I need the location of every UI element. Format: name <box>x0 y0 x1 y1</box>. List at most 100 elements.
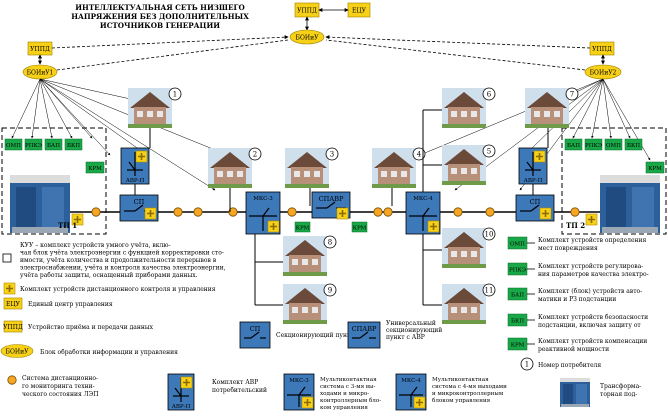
left-hub-fan-1 <box>31 78 41 139</box>
legend-avr-text-1: потребительский <box>212 387 267 394</box>
house-4-number-badge <box>412 147 426 161</box>
right-green-бкп-box-label: БКП <box>627 143 640 149</box>
monitoring-dot-2 <box>193 207 203 217</box>
left-green-бкп-box <box>64 138 83 151</box>
left-link-to-top <box>51 35 289 49</box>
monitoring-dot-0 <box>91 207 101 217</box>
right-hub-fan-1 <box>591 78 604 139</box>
spavr-plus-icon <box>336 207 349 220</box>
left-green-бап-box-label: БАП <box>47 143 60 149</box>
legend-green-text-3-1: подстанции, включая защиту от <box>538 322 641 329</box>
avr-right-box-label: АВР-П <box>524 178 543 184</box>
house-7-number-badge <box>565 87 579 101</box>
house-4 <box>372 148 416 188</box>
house-11-number: 11 <box>485 287 494 295</box>
diagram-title-line-2: ИСТОЧНИКОВ ГЕНЕРАЦИИ <box>100 21 220 30</box>
legend-plus-icon <box>3 282 16 295</box>
legend-sp-switch-contact <box>250 331 260 339</box>
right-green-омп-box <box>604 138 623 151</box>
legend-green-text-1-1: ния параметров качества электро- <box>538 271 649 278</box>
right-green-бап-box <box>564 138 583 151</box>
mks4-box-contact <box>422 207 430 217</box>
legend-number-badge <box>520 357 534 371</box>
legend-green-text-2-1: матики и РЗ подстанции <box>538 296 616 303</box>
right-transformer-icon <box>600 175 660 233</box>
legend-avr-box-contact <box>174 387 182 397</box>
top-boiu-ellipse <box>289 29 325 45</box>
left-green-krm-box <box>85 161 105 174</box>
legend-kuu-line-1: чая блок учёта электроэнергии с функцией… <box>20 250 224 257</box>
left-uppd-box-label: УППД <box>30 46 50 53</box>
left-link-to-top-2 <box>56 39 289 71</box>
legend-sp-switch-label: СП <box>250 325 261 333</box>
legend-mks4-box-label: МКС-4 <box>401 378 421 384</box>
right-boiu-ellipse-label: БОИиУ2 <box>590 70 617 77</box>
right-tp-dashed-frame <box>561 127 667 235</box>
legend-uppd-box <box>3 320 23 333</box>
legend-mks3-box-plus-icon <box>301 396 314 409</box>
left-sp-switch-label: СП <box>134 198 145 206</box>
legend-tp-text-1: торная под- <box>600 391 637 398</box>
monitoring-dot-5 <box>373 207 383 217</box>
left-green-бкп-box-label: БКП <box>67 143 80 149</box>
house-9-number-badge <box>323 283 337 297</box>
legend-dot-text-2: ческого состояния ЛЭП <box>22 391 98 398</box>
monitoring-dot-7 <box>453 207 463 217</box>
legend-mks3-text-4: ком управления <box>320 405 368 411</box>
legend-tp-text-0: Трансформа- <box>600 383 641 390</box>
legend-green-text-3-0: Комплект устройств безопасности <box>538 314 648 321</box>
right-hub-fan-3 <box>602 78 631 139</box>
house-7-number: 7 <box>570 91 574 99</box>
house-2-number: 2 <box>253 151 257 159</box>
legend-mks4-text-2: и микроконтроллерным <box>432 391 504 397</box>
legend-green-box-4-label: КРМ <box>511 342 525 348</box>
legend-mks4-text-0: Мультиконтактная <box>432 377 489 383</box>
left-green-рпкэ-box <box>24 138 43 151</box>
right-link-to-top-2 <box>325 39 586 71</box>
legend-dot <box>7 375 17 385</box>
left-hub-fan-4 <box>39 78 93 139</box>
mks3-box-label: МКС-3 <box>253 196 273 202</box>
legend-eczu-text: Единый центр управления <box>28 301 113 308</box>
legend-green-text-2-0: Комплект (блок) устройств авто- <box>538 288 642 295</box>
house-11-number-badge <box>482 283 496 297</box>
legend-plus-text: Комплект устройств дистанционного контро… <box>20 286 216 293</box>
legend-avr-box-label: АВР-П <box>172 404 191 410</box>
right-tp-plus-icon <box>585 213 598 226</box>
mks3-box-contact <box>262 207 270 217</box>
left-green-омп-box <box>4 138 23 151</box>
top-boiu-ellipse-label: БОИиУ <box>296 35 320 42</box>
monitoring-dot-9 <box>570 207 580 217</box>
right-link-to-top <box>325 35 591 49</box>
spavr-switch-contact <box>326 201 336 209</box>
line-krm-box-1-label: КРМ <box>296 225 310 231</box>
legend-avr-text-0: Комплект АВР <box>212 379 258 386</box>
monitoring-dot-8 <box>485 207 495 217</box>
legend-green-text-1-0: Комплект устройств регулирова- <box>538 263 643 270</box>
house-5-number-badge <box>482 144 496 158</box>
legend-tp-icon <box>560 378 590 407</box>
right-hub-fan-2 <box>602 78 612 139</box>
legend-green-box-2-label: БАП <box>511 292 524 298</box>
right-green-рпкэ-box-label: РПКЭ <box>585 143 602 149</box>
legend-green-box-3-label: БКП <box>511 318 524 324</box>
left-sp-plus-icon <box>144 207 157 220</box>
legend-kuu-icon <box>2 253 12 263</box>
right-sp-switch-contact <box>530 204 540 212</box>
left-boiu-ellipse-label: БОИиУ1 <box>27 70 54 77</box>
legend-mks3-text-0: Мультиконтактная <box>320 377 377 383</box>
line-krm-box-2 <box>351 221 368 233</box>
left-hub-fan-5 <box>39 78 111 156</box>
avr-left-box-label: АВР-П <box>126 178 145 184</box>
house-2-number-badge <box>248 147 262 161</box>
right-green-krm-box-label: КРМ <box>648 166 662 172</box>
line-krm-box-2-label: КРМ <box>353 225 367 231</box>
house-5 <box>442 145 486 185</box>
top-uppd-box-label: УППД <box>297 8 317 15</box>
legend-green-text-0-1: мест повреждения <box>538 245 598 252</box>
house-3 <box>285 148 329 188</box>
legend-mks4-text-3: блоком управления <box>432 397 491 404</box>
legend-sp-text: Секционирующий пункт <box>276 332 355 339</box>
legend-kuu-line-3: электроснабжении, учёта и контроля качес… <box>20 265 226 272</box>
